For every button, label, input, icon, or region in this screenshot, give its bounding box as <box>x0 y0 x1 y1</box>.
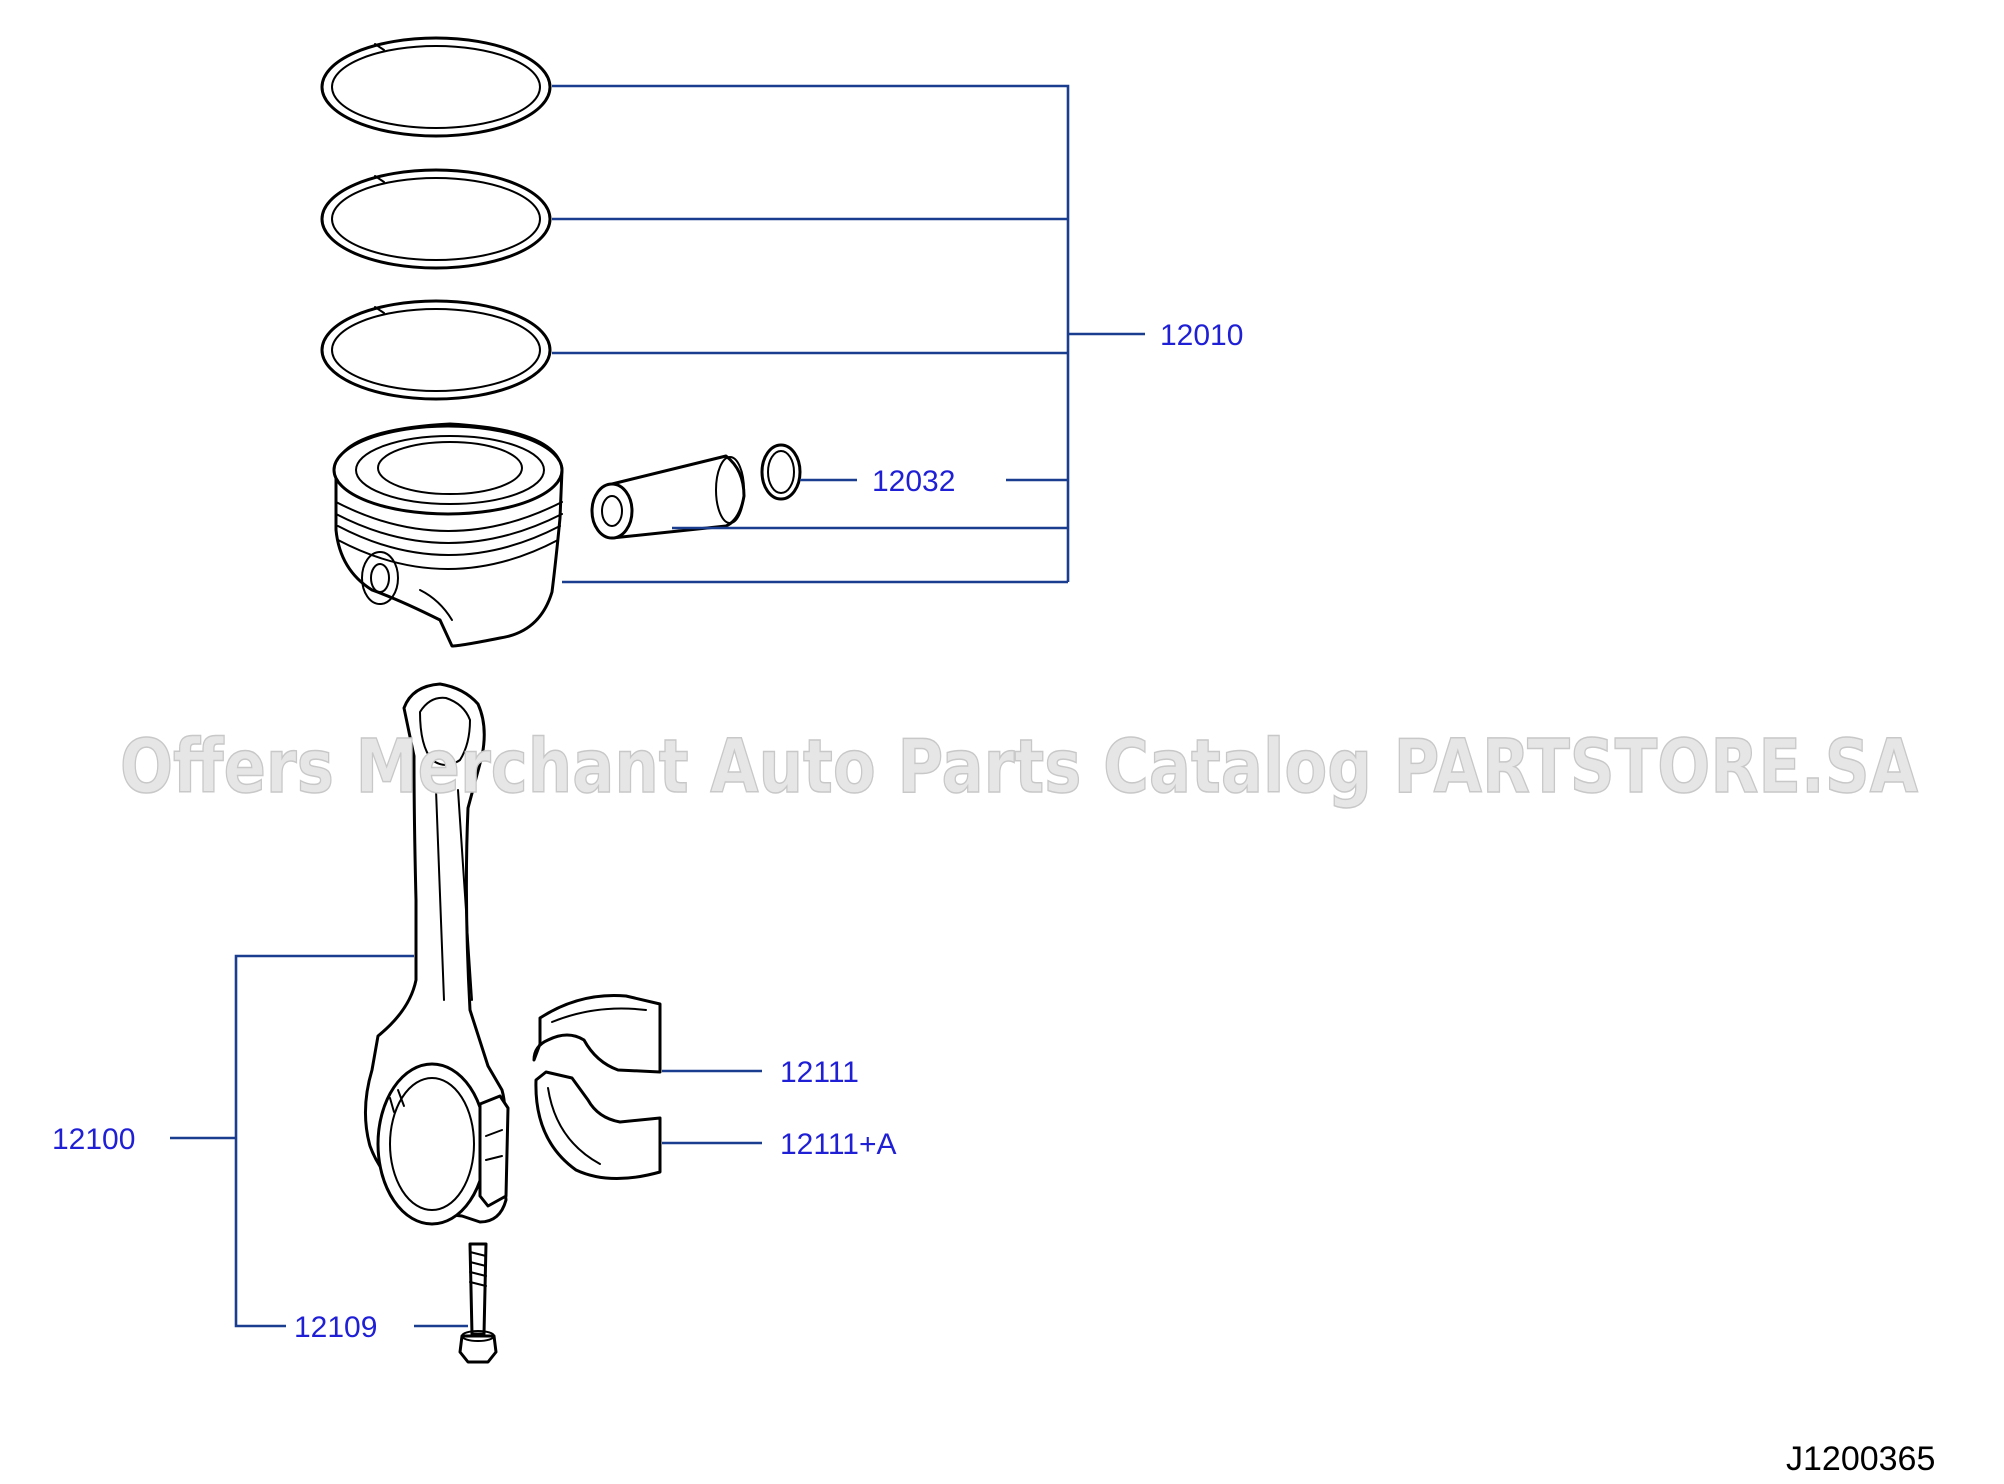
figure-code: J1200365 <box>1786 1440 1935 1478</box>
watermark-text: Offers Merchant Auto Parts Catalog PARTS… <box>120 724 1918 810</box>
piston <box>332 422 564 648</box>
callout-bearing-upper[interactable]: 12111 <box>780 1056 859 1089</box>
callout-snap-ring[interactable]: 12032 <box>872 465 955 498</box>
leader-lines <box>170 84 1145 1328</box>
piston-ring-second <box>320 168 552 270</box>
connecting-rod <box>363 682 510 1226</box>
callout-connecting-rod[interactable]: 12100 <box>52 1123 135 1156</box>
connecting-rod-bolt <box>458 1242 498 1364</box>
connecting-rod-bearing-lower <box>534 1070 662 1180</box>
piston-pin <box>590 454 746 540</box>
callout-rod-bolt[interactable]: 12109 <box>294 1311 377 1344</box>
snap-ring <box>760 443 802 501</box>
callout-piston-assembly[interactable]: 12010 <box>1160 319 1243 352</box>
callout-bearing-lower[interactable]: 12111+A <box>780 1128 897 1161</box>
piston-ring-oil <box>320 299 552 401</box>
piston-ring-top <box>320 36 552 138</box>
connecting-rod-bearing-upper <box>532 994 662 1074</box>
